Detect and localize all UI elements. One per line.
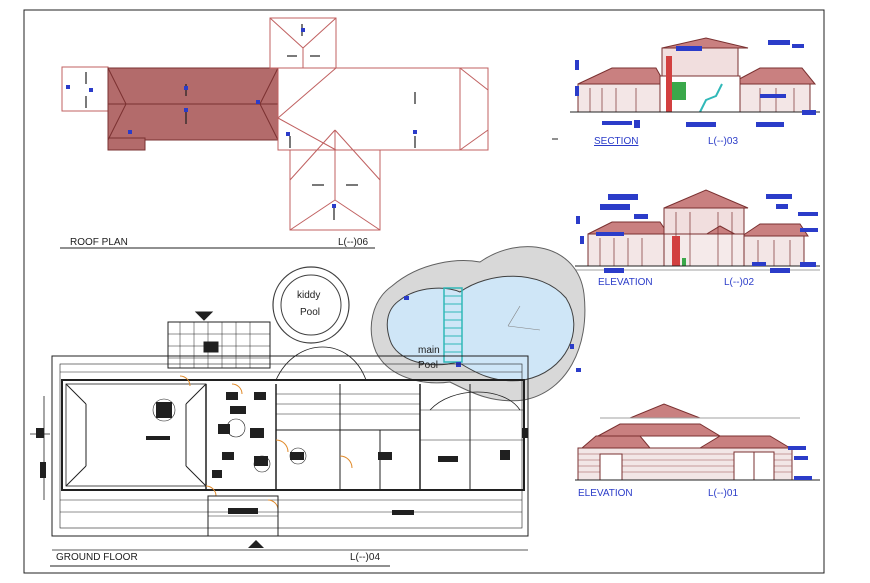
roof-plan-drawing (60, 17, 489, 249)
elevation-02-drawing (575, 189, 820, 273)
roof-plan-title: ROOF PLAN (70, 237, 128, 248)
elevation-01-title: ELEVATION (578, 488, 633, 499)
elevation-01-drawing (575, 403, 820, 481)
kiddy-pool-label-line2: Pool (300, 307, 321, 318)
section-title: SECTION (594, 136, 639, 147)
ground-floor-drawing (30, 311, 529, 551)
pool-area-drawing (272, 246, 586, 402)
main-pool-label-line1: main (418, 345, 440, 356)
sheet-border (23, 9, 825, 574)
ground-floor-ref: L(--)04 (350, 552, 381, 563)
elevation-01-ref: L(--)01 (708, 488, 739, 499)
elevation-02-title: ELEVATION (598, 277, 653, 288)
elevation-02-ref: L(--)02 (724, 277, 755, 288)
section-drawing (552, 37, 820, 140)
ground-floor-title: GROUND FLOOR (56, 552, 138, 563)
roof-plan-ref: L(--)06 (338, 237, 369, 248)
section-ref: L(--)03 (708, 136, 739, 147)
kiddy-pool-label-line1: kiddy (297, 290, 321, 301)
main-pool-label-line2: Pool (418, 360, 439, 371)
